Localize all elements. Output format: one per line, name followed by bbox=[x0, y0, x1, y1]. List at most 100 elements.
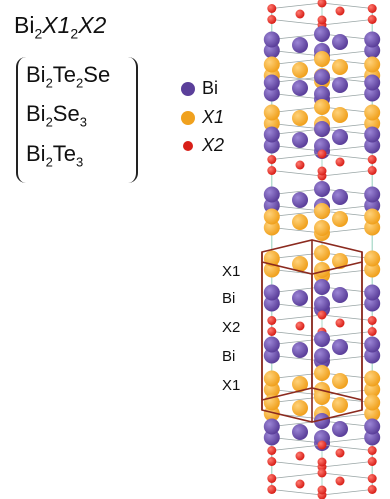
bi-atom bbox=[364, 418, 381, 435]
x1-atom bbox=[263, 115, 280, 132]
x2-atom bbox=[295, 479, 305, 489]
compound-element: Te bbox=[52, 62, 77, 87]
x1-atom bbox=[314, 262, 330, 278]
bi-atom bbox=[314, 430, 330, 446]
bi-atom bbox=[292, 342, 308, 358]
bi-atom bbox=[364, 429, 381, 446]
x1-atom bbox=[263, 219, 280, 236]
x2-atom bbox=[335, 318, 345, 328]
x1-atom bbox=[332, 107, 348, 123]
x2-atom bbox=[267, 166, 277, 175]
x1-atom bbox=[292, 214, 308, 230]
x1-atom bbox=[364, 394, 381, 411]
bi-atom bbox=[314, 279, 330, 295]
layer-label-bi-lower: Bi bbox=[222, 348, 236, 365]
x1-atom bbox=[314, 99, 330, 115]
bi-atom bbox=[314, 26, 330, 42]
compound-2: Bi2Se3 bbox=[26, 101, 87, 129]
bi-atom bbox=[332, 129, 348, 145]
x1-atom bbox=[332, 253, 348, 269]
bi-atom bbox=[364, 336, 381, 353]
bi-atom bbox=[314, 181, 330, 197]
x2-atom bbox=[317, 440, 327, 450]
x1-atom bbox=[314, 203, 330, 219]
bi-atom bbox=[364, 31, 381, 48]
bi-atom bbox=[263, 126, 280, 143]
x1-atom bbox=[364, 115, 381, 132]
compound-element: Se bbox=[52, 101, 80, 126]
bi-atom bbox=[332, 189, 348, 205]
x2-atom bbox=[267, 316, 277, 325]
x1-atom bbox=[263, 370, 280, 387]
bi-atom bbox=[263, 336, 280, 353]
x2-atom bbox=[267, 446, 277, 455]
legend-x2: X2 bbox=[180, 135, 224, 156]
x2-atom bbox=[335, 448, 345, 458]
x2-atom bbox=[267, 474, 277, 483]
compound-subscript: 3 bbox=[76, 154, 84, 170]
legend-label-x1: X1 bbox=[202, 107, 225, 127]
x2-atom bbox=[317, 0, 327, 8]
x1-atom bbox=[364, 370, 381, 387]
bi-atom bbox=[292, 424, 308, 440]
bi-atom bbox=[314, 331, 330, 347]
bi-atom bbox=[314, 138, 330, 154]
bi-atom bbox=[364, 85, 381, 102]
x1-atom bbox=[364, 56, 381, 73]
compound-3: Bi2Te3 bbox=[26, 141, 83, 169]
bi-atom bbox=[263, 295, 280, 312]
x1-atom bbox=[332, 373, 348, 389]
x2-atom bbox=[335, 157, 345, 167]
bi-atom bbox=[364, 284, 381, 301]
x2-atom bbox=[367, 457, 377, 466]
bi-atom bbox=[314, 86, 330, 102]
compound-subscript: 3 bbox=[79, 114, 87, 130]
x2-atom bbox=[367, 15, 377, 24]
bi-atom bbox=[314, 121, 330, 137]
legend-label-bi: Bi bbox=[202, 78, 219, 98]
x1-atom bbox=[364, 208, 381, 225]
bi-atom bbox=[332, 287, 348, 303]
legend-bi: Bi bbox=[180, 78, 218, 99]
compound-element: Se bbox=[83, 62, 111, 87]
bi-atom bbox=[263, 137, 280, 154]
bi-atom bbox=[263, 31, 280, 48]
bi-atom bbox=[332, 421, 348, 437]
compound-bracket bbox=[16, 57, 138, 183]
x1-atom bbox=[263, 405, 280, 422]
x2-atom bbox=[267, 327, 277, 336]
layer-label-x1-top: X1 bbox=[222, 263, 241, 280]
x2-atom bbox=[367, 166, 377, 175]
bi-atom bbox=[263, 42, 280, 59]
x1-atom bbox=[292, 110, 308, 126]
bi-atom bbox=[263, 418, 280, 435]
compound-element: Bi bbox=[26, 141, 46, 166]
bi-atom bbox=[364, 347, 381, 364]
x2-atom bbox=[367, 316, 377, 325]
general-formula: Bi2X12X2 bbox=[14, 12, 106, 42]
x2-atom bbox=[295, 451, 305, 461]
compound-element: Te bbox=[52, 141, 77, 166]
x1-atom bbox=[292, 400, 308, 416]
legend-x1: X1 bbox=[180, 107, 224, 128]
x2-atom bbox=[317, 166, 327, 176]
compound-subscript: 2 bbox=[45, 154, 53, 170]
formula-bi: Bi bbox=[14, 12, 35, 38]
bi-atom bbox=[263, 284, 280, 301]
x2-atom bbox=[267, 155, 277, 164]
x1-atom bbox=[314, 220, 330, 236]
bi-atom bbox=[263, 197, 280, 214]
legend-label-x2: X2 bbox=[202, 135, 225, 155]
formula-x2: X2 bbox=[78, 12, 107, 38]
bi-atom bbox=[292, 192, 308, 208]
x2-atom bbox=[335, 476, 345, 486]
bi-atom bbox=[314, 69, 330, 85]
x1-atom bbox=[364, 381, 381, 398]
x2-atom bbox=[367, 485, 377, 494]
x1-atom bbox=[364, 405, 381, 422]
x2-atom bbox=[335, 6, 345, 16]
layer-label-x1-bottom: X1 bbox=[222, 377, 241, 394]
x1-atom bbox=[314, 51, 330, 67]
x2-atom bbox=[367, 155, 377, 164]
